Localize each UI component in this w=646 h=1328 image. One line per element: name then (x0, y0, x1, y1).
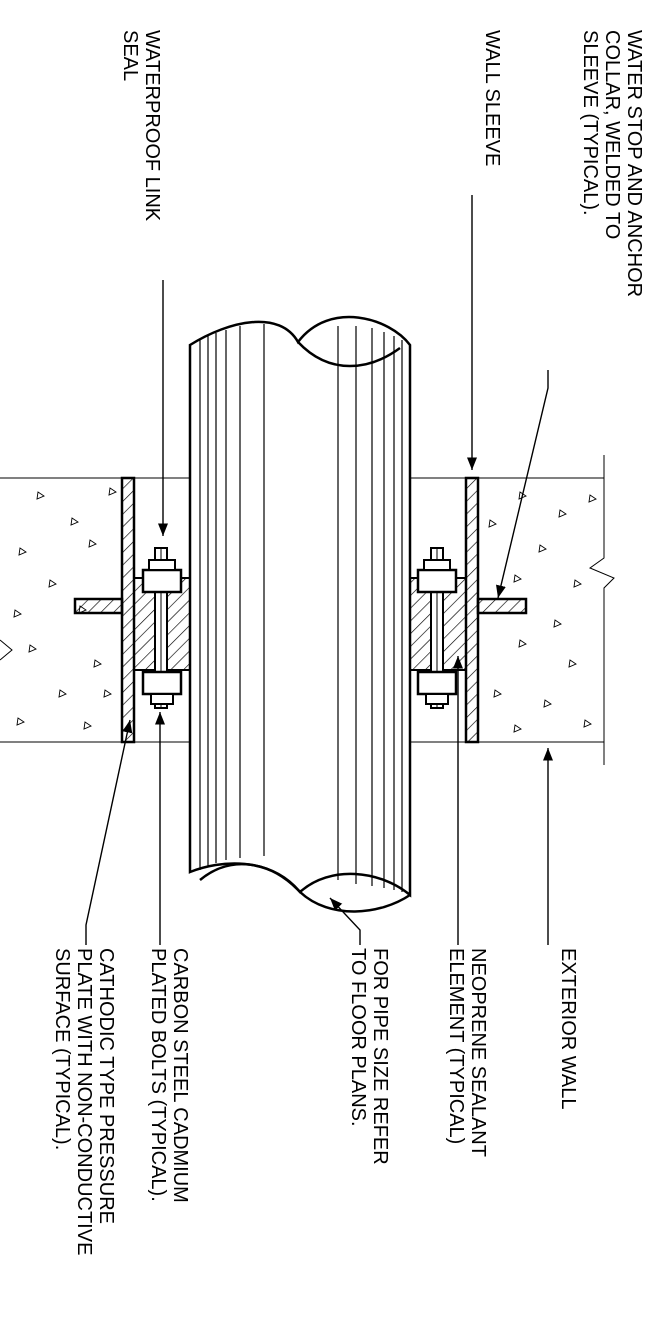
label-bolts: CARBON STEEL CADMIUM PLATED BOLTS (TYPIC… (147, 948, 191, 1203)
label-pressure-plate-line-1: CATHODIC TYPE PRESSURE (95, 948, 117, 1224)
label-neoprene: NEOPRENE SEALANT ELEMENT (TYPICAL) (445, 948, 489, 1157)
label-water-stop: WATER STOP AND ANCHOR COLLAR, WELDED TO … (579, 30, 645, 297)
label-water-stop-line-2: COLLAR, WELDED TO (601, 30, 623, 239)
link-seal-left (133, 547, 195, 709)
wall-sleeve-right (464, 476, 528, 744)
label-water-stop-line-1: WATER STOP AND ANCHOR (623, 30, 645, 297)
label-wall-sleeve-line-1: WALL SLEEVE (481, 30, 503, 166)
label-waterproof-link-seal: WATERPROOF LINK SEAL (119, 30, 163, 222)
label-wall-sleeve: WALL SLEEVE (481, 30, 503, 166)
label-pressure-plate-line-3: SURFACE (TYPICAL). (51, 948, 73, 1150)
label-pressure-plate-line-2: PLATE WITH NON-CONDUCTIVE (73, 948, 95, 1255)
label-exterior-wall: EXTERIOR WALL (557, 948, 579, 1110)
label-water-stop-line-3: SLEEVE (TYPICAL). (579, 30, 601, 216)
wall-sleeve-left (73, 476, 136, 744)
label-waterproof-link-line-1: WATERPROOF LINK (141, 30, 163, 222)
pipe (188, 315, 412, 913)
label-neoprene-line-1: NEOPRENE SEALANT (467, 948, 489, 1157)
label-bolts-line-1: CARBON STEEL CADMIUM (169, 948, 191, 1203)
label-pipe-size-line-1: FOR PIPE SIZE REFER (369, 948, 391, 1165)
leader-lines (85, 195, 554, 945)
label-exterior-wall-line-1: EXTERIOR WALL (557, 948, 579, 1110)
label-neoprene-line-2: ELEMENT (TYPICAL) (445, 948, 467, 1144)
label-pipe-size: FOR PIPE SIZE REFER TO FLOOR PLANS. (347, 948, 391, 1165)
label-waterproof-link-line-2: SEAL (119, 30, 141, 81)
link-seal-right (409, 547, 467, 709)
label-bolts-line-2: PLATED BOLTS (TYPICAL). (147, 948, 169, 1202)
label-pressure-plate: CATHODIC TYPE PRESSURE PLATE WITH NON-CO… (51, 948, 117, 1255)
label-pipe-size-line-2: TO FLOOR PLANS. (347, 948, 369, 1127)
